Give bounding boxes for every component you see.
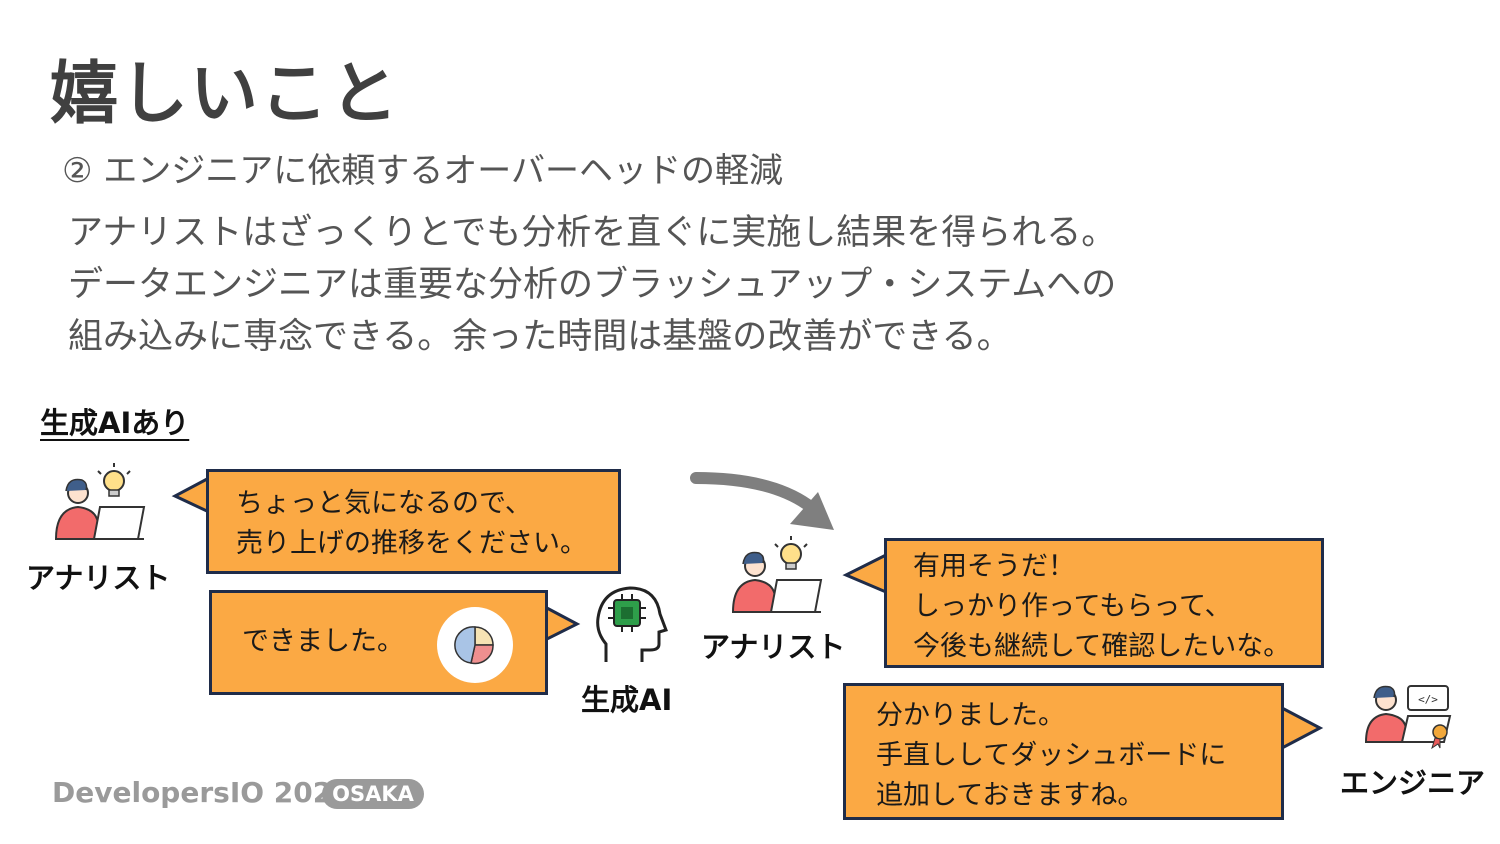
analyst-icon: [731, 536, 823, 613]
role-label-gen-ai: 生成AI: [581, 683, 673, 717]
bubble-tail-analyst-feedback: [842, 552, 888, 595]
section-label: 生成AIあり: [40, 406, 190, 440]
footer-badge: OSAKA: [322, 779, 424, 809]
flow-arrow-icon: [690, 472, 834, 530]
bubble-line: 追加しておきますね。: [876, 780, 1145, 811]
bubble-line: しっかり作ってもらって、: [913, 591, 1232, 622]
bubble-tail-analyst-request: [171, 475, 211, 515]
bubble-ai-reply: できました。: [209, 590, 548, 695]
body-line-2: データエンジニアは重要な分析のブラッシュアップ・システムへの: [68, 265, 1117, 305]
body-line-3: 組み込みに専念できる。余った時間は基盤の改善ができる。: [68, 317, 1012, 357]
bubble-line: できました。: [242, 626, 404, 657]
footer-brand: DevelopersIO 2025: [52, 776, 352, 809]
bubble-line: 手直ししてダッシュボードに: [876, 740, 1227, 771]
role-label-analyst: アナリスト: [701, 630, 846, 664]
body-line-1: アナリストはざっくりとでも分析を直ぐに実施し結果を得られる。: [68, 213, 1117, 253]
role-label-engineer: エンジニア: [1340, 766, 1486, 800]
pie-chart-icon: [437, 607, 513, 683]
bubble-line: ちょっと気になるので、: [236, 488, 532, 519]
bubble-tail-engineer-reply: [1280, 705, 1324, 751]
bubble-tail-ai-reply: [543, 604, 581, 643]
bubble-analyst-request: ちょっと気になるので、 売り上げの推移をください。: [206, 469, 621, 574]
lightbulb-icon: [97, 463, 131, 497]
role-label-analyst: アナリスト: [26, 561, 171, 595]
bubble-line: 売り上げの推移をください。: [236, 528, 587, 559]
bubble-line: 今後も継続して確認したいな。: [913, 631, 1291, 662]
svg-text:</>: </>: [1418, 693, 1438, 706]
subtitle: ② エンジニアに依頼するオーバーヘッドの軽減: [62, 151, 783, 191]
engineer-icon: </>: [1364, 685, 1452, 750]
bubble-engineer-reply: 分かりました。 手直ししてダッシュボードに 追加しておきますね。: [843, 683, 1284, 820]
lightbulb-icon: [774, 536, 808, 570]
bubble-analyst-feedback: 有用そうだ！ しっかり作ってもらって、 今後も継続して確認したいな。: [884, 538, 1324, 668]
page-title: 嬉しいこと: [50, 55, 401, 134]
gen-ai-head-icon: [596, 586, 668, 662]
analyst-icon: [54, 463, 146, 540]
bubble-line: 有用そうだ！: [913, 551, 1075, 582]
bubble-line: 分かりました。: [876, 700, 1065, 731]
